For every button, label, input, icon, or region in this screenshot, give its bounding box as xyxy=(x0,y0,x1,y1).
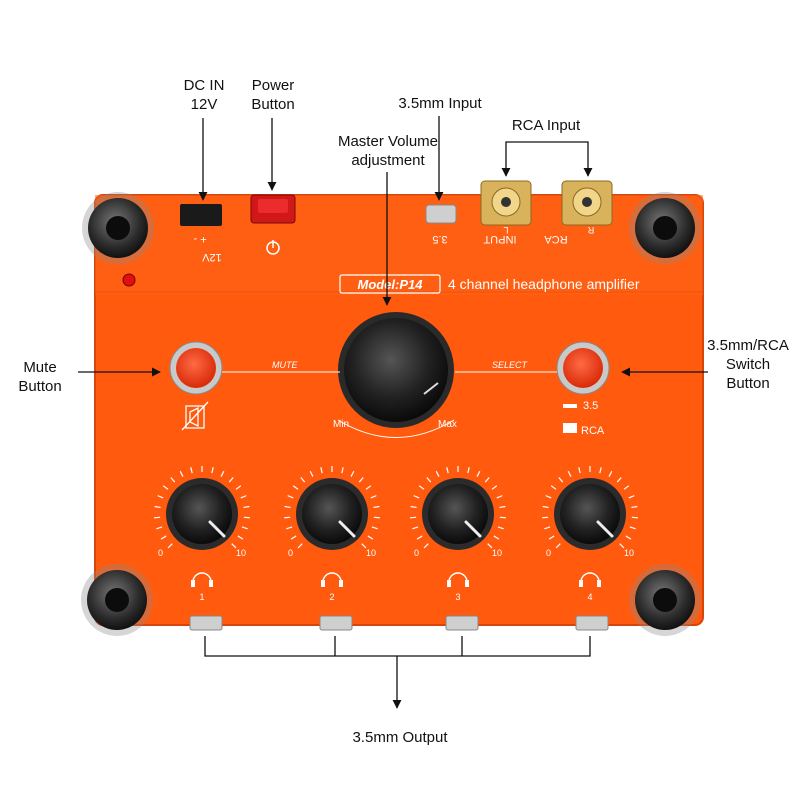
rca-input-bracket xyxy=(501,141,593,177)
select-switch-button[interactable] xyxy=(556,341,610,395)
channel-3-min-label: 0 xyxy=(414,548,419,558)
rubber-foot-bottom-right xyxy=(629,564,701,636)
headphone-icon xyxy=(448,572,468,583)
rca-input-callout: RCA Input xyxy=(511,117,581,134)
rubber-foot-top-right xyxy=(629,192,701,264)
select-rca-label: RCA xyxy=(581,425,605,437)
input-35mm-jack xyxy=(425,204,457,224)
channel-2-max-label: 10 xyxy=(366,548,376,558)
power-button-callout: Power Button xyxy=(251,77,295,113)
channel-3-max-label: 10 xyxy=(492,548,502,558)
input-35-callout: 3.5mm Input xyxy=(398,95,482,112)
channel-1-volume-knob[interactable] xyxy=(154,466,250,550)
mute-icon xyxy=(181,401,209,431)
channel-4-volume-knob[interactable] xyxy=(542,466,638,550)
input-35-label: 3.5 xyxy=(432,233,447,245)
mute-panel-label: MUTE xyxy=(272,360,298,370)
channel-1-min-label: 0 xyxy=(158,548,163,558)
select-panel-label: SELECT xyxy=(492,360,529,370)
output-jack-3 xyxy=(445,615,479,631)
output-callout: 3.5mm Output xyxy=(352,729,448,746)
output-jack-2 xyxy=(319,615,353,631)
power-led-icon xyxy=(122,273,136,287)
max-label: Max xyxy=(438,419,457,430)
mute-button[interactable] xyxy=(169,341,223,395)
headphone-icon xyxy=(322,572,342,583)
input-label: INPUT xyxy=(483,233,516,245)
channel-4-number: 4 xyxy=(587,592,592,602)
output-bracket xyxy=(204,636,591,657)
master-volume-callout: Master Volume adjustment xyxy=(337,133,439,169)
mute-button-callout: Mute Button xyxy=(18,359,62,395)
dc-in-callout: DC IN 12V xyxy=(183,77,225,113)
rca-input-right-jack xyxy=(561,180,613,226)
channel-4-min-label: 0 xyxy=(546,548,551,558)
left-channel-label: L xyxy=(503,225,508,235)
min-label: Min xyxy=(333,419,349,430)
select-35-label: 3.5 xyxy=(583,400,598,412)
output-jack-1 xyxy=(189,615,223,631)
dc-voltage-label: 12V xyxy=(202,251,222,263)
rubber-foot-top-left xyxy=(82,192,154,264)
channel-3-number: 3 xyxy=(455,592,460,602)
dc-in-jack xyxy=(180,204,222,226)
channel-2-volume-knob[interactable] xyxy=(284,466,380,550)
amplifier-description: 4 channel headphone amplifier xyxy=(448,276,640,292)
master-volume-knob[interactable] xyxy=(338,312,454,428)
right-channel-label: R xyxy=(587,225,594,235)
channel-4-max-label: 10 xyxy=(624,548,634,558)
rubber-foot-bottom-left xyxy=(81,564,153,636)
channel-2-min-label: 0 xyxy=(288,548,293,558)
model-label: Model:P14 xyxy=(357,277,423,292)
channel-3-volume-knob[interactable] xyxy=(410,466,506,550)
channel-2-number: 2 xyxy=(329,592,334,602)
channel-1-number: 1 xyxy=(199,592,204,602)
rca-label: RCA xyxy=(544,233,568,245)
dc-polarity-label: + - xyxy=(193,233,206,245)
switch-button-callout: 3.5mm/RCA Switch Button xyxy=(707,337,789,392)
headphone-icon xyxy=(580,572,600,583)
headphone-icon xyxy=(192,572,212,583)
rca-input-left-jack xyxy=(480,180,532,226)
channel-1-max-label: 10 xyxy=(236,548,246,558)
output-jack-4 xyxy=(575,615,609,631)
